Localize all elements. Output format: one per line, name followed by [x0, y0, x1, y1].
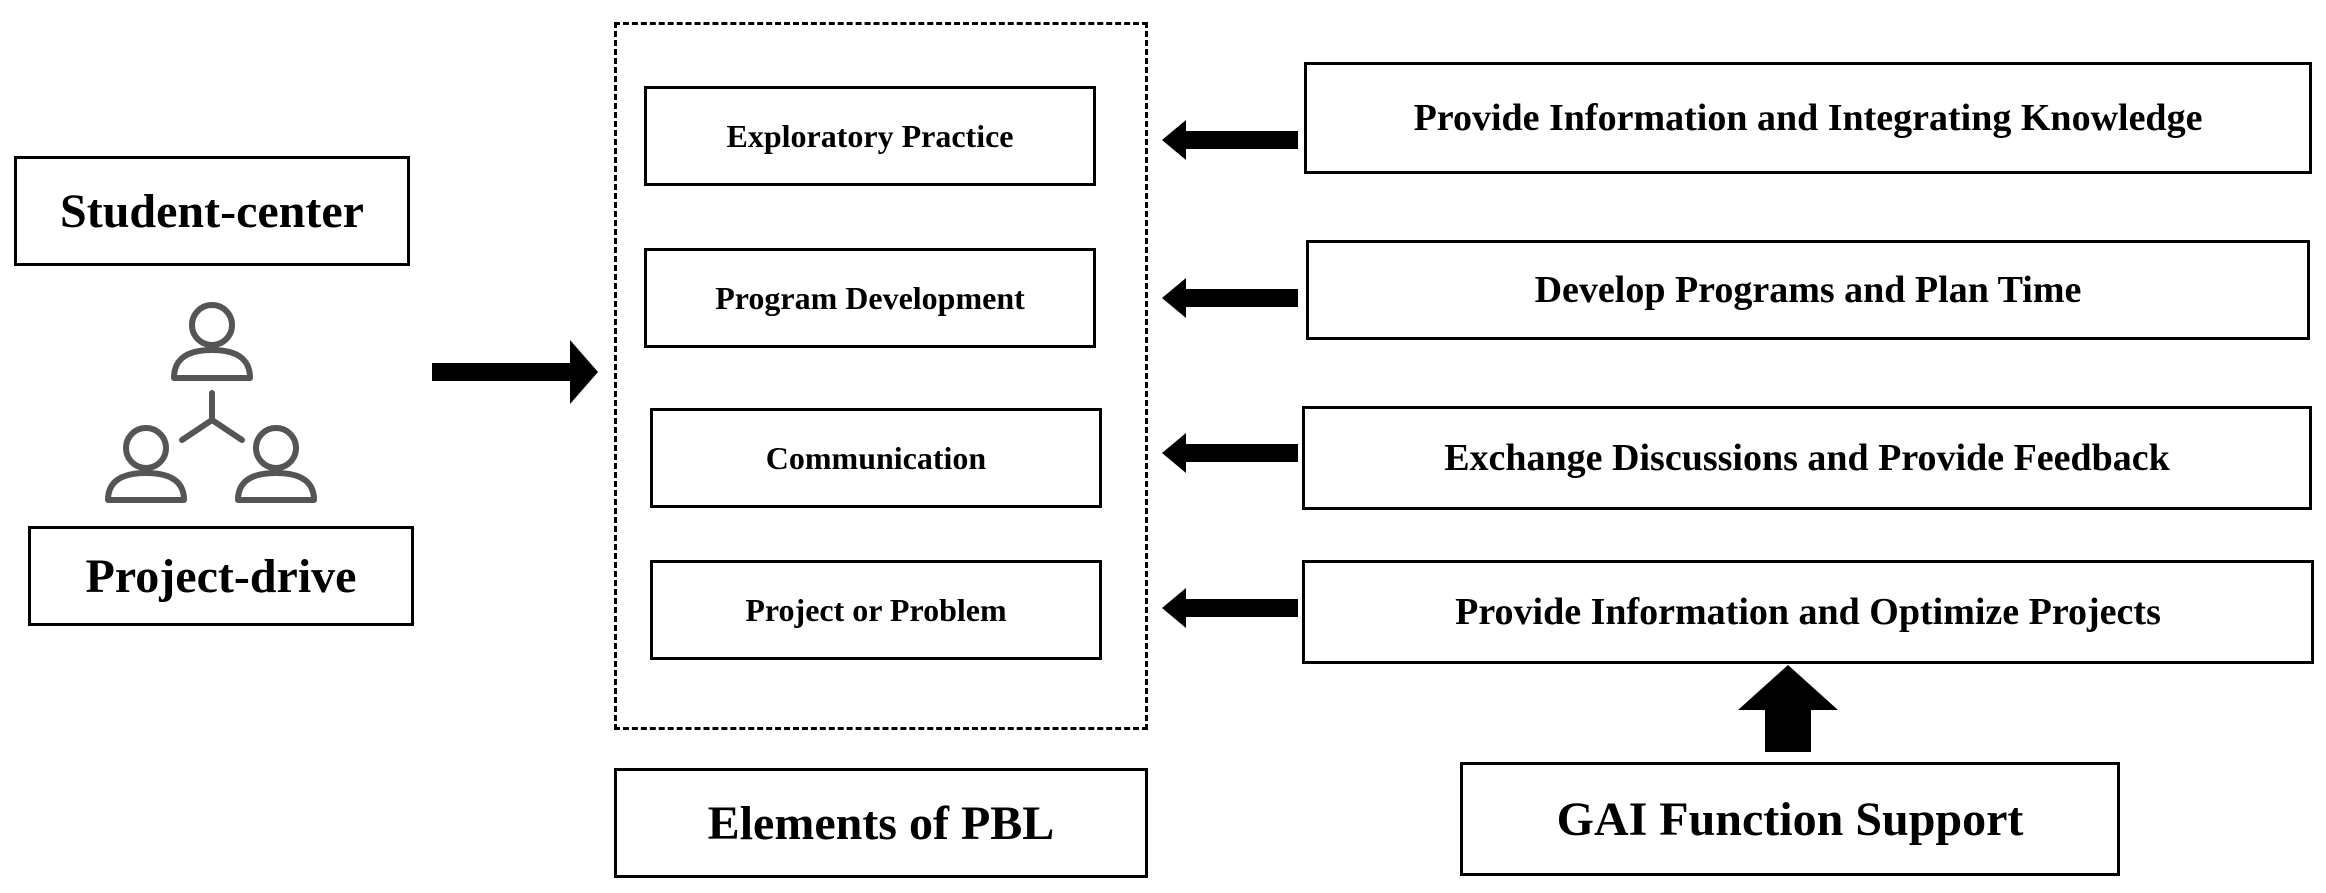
arrow-left-2: [1162, 278, 1298, 318]
pbl-element-project-or-problem: Project or Problem: [650, 560, 1102, 660]
gai-function-support-box: GAI Function Support: [1460, 762, 2120, 876]
gai-function-label: Provide Information and Integrating Know…: [1413, 97, 2203, 139]
gai-function-label: Exchange Discussions and Provide Feedbac…: [1444, 437, 2170, 479]
pbl-element-communication: Communication: [650, 408, 1102, 508]
gai-function-information-knowledge: Provide Information and Integrating Know…: [1304, 62, 2312, 174]
gai-function-information-projects: Provide Information and Optimize Project…: [1302, 560, 2314, 664]
pbl-element-label: Communication: [765, 439, 987, 476]
elements-of-pbl-box: Elements of PBL: [614, 768, 1148, 878]
pbl-elements-frame: [614, 22, 1148, 730]
arrow-right-to-pbl: [432, 340, 598, 404]
project-drive-box: Project-drive: [28, 526, 414, 626]
arrow-left-4: [1162, 588, 1298, 628]
gai-function-programs-time: Develop Programs and Plan Time: [1306, 240, 2310, 340]
three-people-network-icon: [105, 302, 317, 503]
gai-function-label: Develop Programs and Plan Time: [1534, 269, 2082, 311]
arrow-left-3: [1162, 433, 1298, 473]
arrow-left-1: [1162, 120, 1298, 160]
gai-function-discussions-feedback: Exchange Discussions and Provide Feedbac…: [1302, 406, 2312, 510]
student-center-box: Student-center: [14, 156, 410, 266]
pbl-element-exploratory-practice: Exploratory Practice: [644, 86, 1096, 186]
gai-function-label: Provide Information and Optimize Project…: [1455, 591, 2161, 633]
student-center-label: Student-center: [60, 184, 364, 238]
pbl-element-label: Exploratory Practice: [726, 117, 1014, 154]
project-drive-label: Project-drive: [85, 549, 357, 603]
pbl-element-label: Project or Problem: [745, 591, 1007, 628]
arrow-up-gai: [1738, 665, 1838, 752]
elements-of-pbl-label: Elements of PBL: [707, 796, 1055, 850]
pbl-element-label: Program Development: [715, 279, 1025, 316]
gai-function-support-label: GAI Function Support: [1556, 792, 2024, 846]
pbl-element-program-development: Program Development: [644, 248, 1096, 348]
